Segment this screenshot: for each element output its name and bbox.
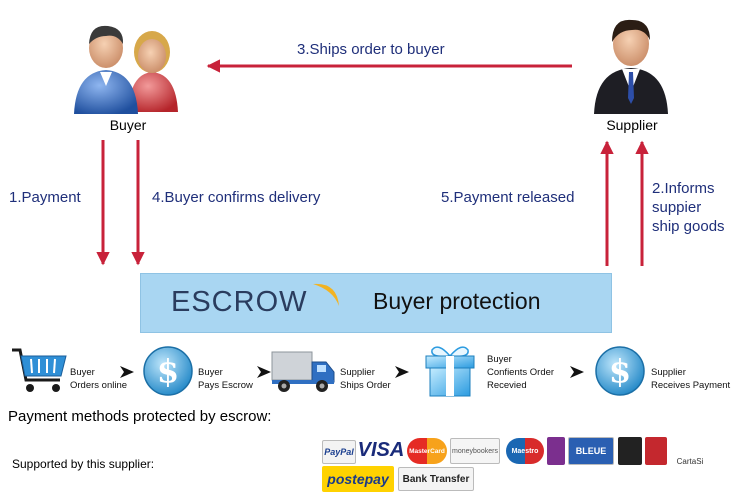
flow-released-label: 5.Payment released: [441, 189, 575, 206]
dollar-coin-icon: $: [143, 346, 193, 396]
step-5-text: Supplier Receives Payment: [651, 367, 731, 391]
carte-bleue-logo: BLEUE: [568, 437, 614, 465]
step-3-text: Supplier Ships Order: [340, 367, 391, 391]
supplier-businessman-icon: [594, 19, 668, 114]
svg-text:$: $: [157, 352, 179, 390]
flow-informs-label: 2.Informs suppier ship goods: [652, 180, 725, 235]
paypal-logo: PayPal: [322, 440, 356, 464]
postepay-logo: postepay: [322, 466, 394, 492]
gift-box-icon: [425, 346, 475, 397]
step-arrow-2: [257, 366, 271, 378]
payment-methods-heading: Payment methods protected by escrow:: [8, 408, 272, 425]
flow-confirms-label: 4.Buyer confirms delivery: [152, 189, 321, 206]
step-arrow-4: [570, 366, 584, 378]
dollar-coin-icon: $: [595, 346, 645, 396]
shopping-cart-icon: [12, 348, 67, 392]
buyer-couple-icon: [74, 25, 178, 114]
step-arrow-3: [395, 366, 409, 378]
delivery-truck-icon: [271, 351, 335, 392]
supplier-label: Supplier: [606, 117, 658, 133]
buyer-label: Buyer: [109, 117, 147, 133]
escrow-word: ESCROW: [171, 286, 308, 318]
cartasi-logo: CartaSi: [676, 457, 704, 466]
step-4-text: Buyer Confients Order Recevied: [487, 354, 555, 391]
svg-text:$: $: [609, 352, 631, 390]
step-arrow-1: [120, 366, 134, 378]
visa-logo: VISA: [357, 438, 405, 461]
card-logo-black: [618, 437, 642, 465]
bank-transfer-logo: Bank Transfer: [398, 467, 474, 491]
maestro-logo: Maestro: [506, 438, 544, 464]
step-1-text: Buyer Orders online: [70, 367, 128, 391]
escrow-subtitle: Buyer protection: [373, 288, 541, 314]
escrow-banner: ESCROW Buyer protection: [140, 273, 612, 333]
card-logo-red: [645, 437, 667, 465]
flow-payment-label: 1.Payment: [9, 189, 81, 206]
flow-ships-label: 3.Ships order to buyer: [297, 41, 445, 58]
escrow-swoosh-icon: [313, 283, 339, 306]
mastercard-logo: MasterCard: [407, 438, 447, 464]
step-2-text: Buyer Pays Escrow: [198, 367, 253, 391]
supported-by-supplier-label: Supported by this supplier:: [12, 457, 155, 471]
moneybookers-logo: moneybookers: [450, 438, 500, 464]
card-logo-purple: [547, 437, 565, 465]
